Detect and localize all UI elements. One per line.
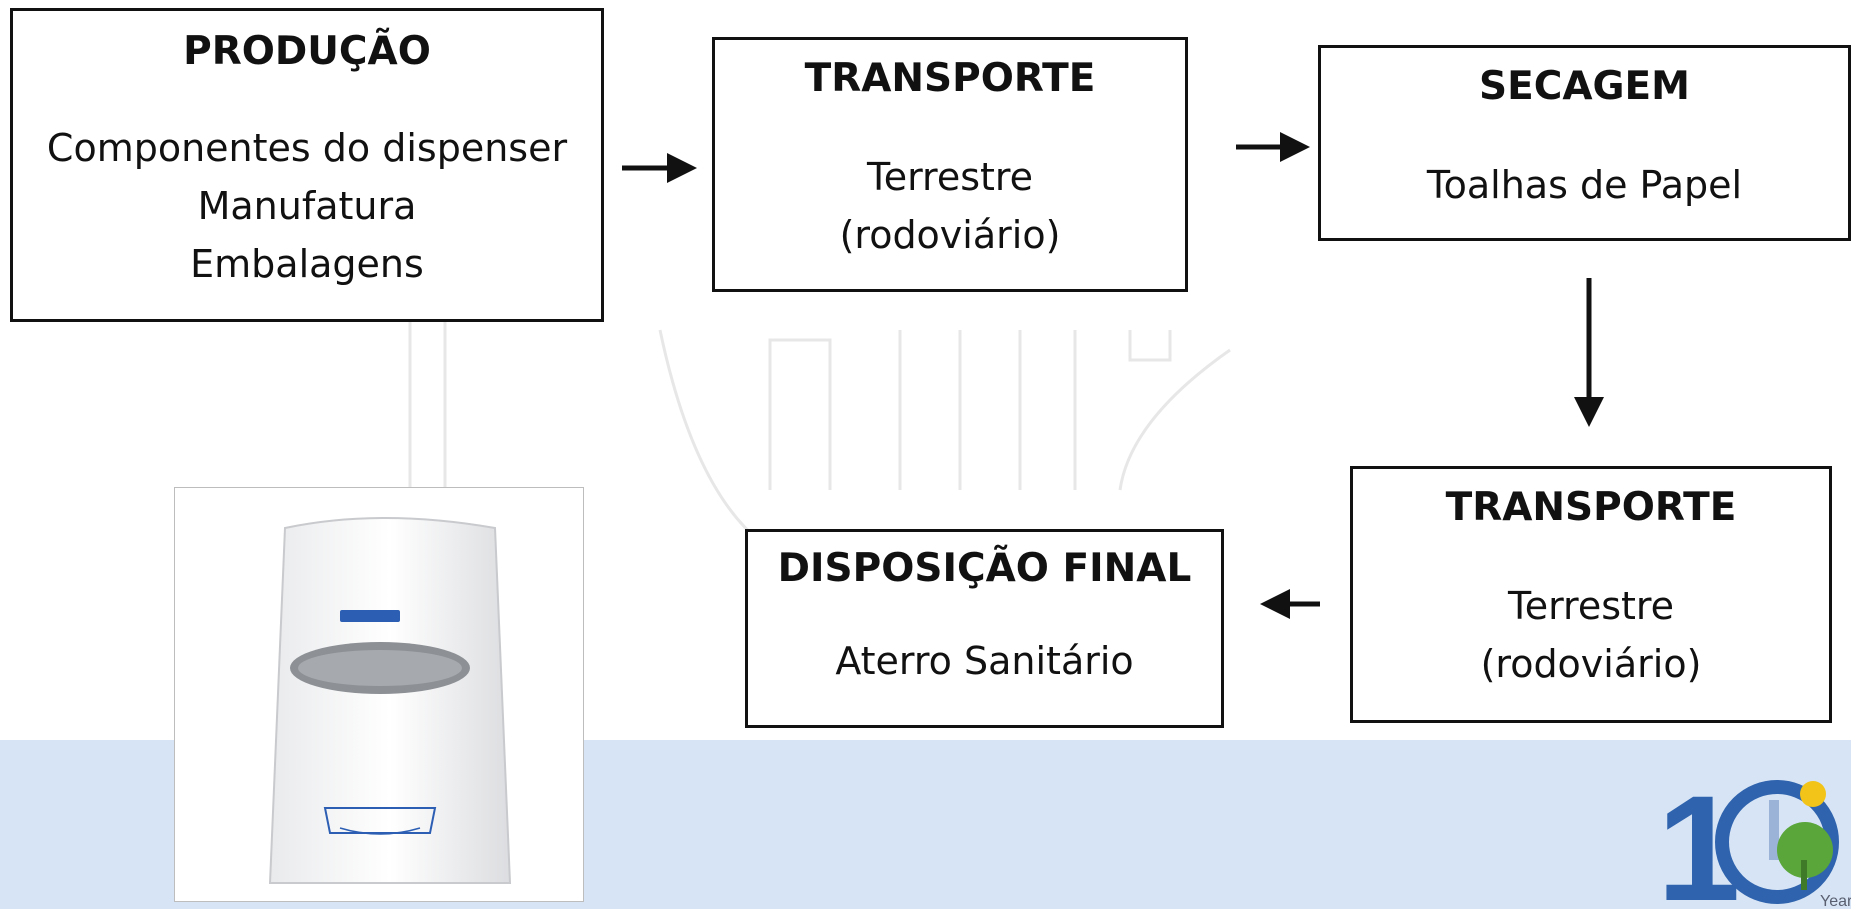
node-disposicao-final: DISPOSIÇÃO FINAL Aterro Sanitário	[745, 529, 1224, 728]
node-secagem-line: Toalhas de Papel	[1426, 163, 1743, 207]
node-disposicao-title: DISPOSIÇÃO FINAL	[777, 546, 1192, 591]
node-disposicao-line: Aterro Sanitário	[835, 639, 1134, 683]
node-transporte-2: TRANSPORTE Terrestre (rodoviário)	[1350, 466, 1832, 723]
node-secagem-title: SECAGEM	[1479, 64, 1690, 109]
node-transporte-1-body: Terrestre (rodoviário)	[715, 148, 1185, 264]
logo-caption: Year	[1820, 893, 1851, 909]
node-transporte-2-title: TRANSPORTE	[1445, 485, 1737, 530]
dispenser-illustration	[268, 517, 512, 884]
node-secagem: SECAGEM Toalhas de Papel	[1318, 45, 1851, 241]
node-transporte-1-line: Terrestre	[866, 155, 1034, 199]
node-producao-line: Embalagens	[190, 242, 424, 286]
node-transporte-2-body: Terrestre (rodoviário)	[1353, 577, 1829, 693]
node-disposicao-body: Aterro Sanitário	[748, 632, 1221, 690]
node-transporte-1-line: (rodoviário)	[839, 213, 1061, 257]
node-transporte-1: TRANSPORTE Terrestre (rodoviário)	[712, 37, 1188, 292]
node-producao: PRODUÇÃO Componentes do dispenser Manufa…	[10, 8, 604, 322]
node-transporte-2-line: Terrestre	[1507, 584, 1675, 628]
node-secagem-body: Toalhas de Papel	[1321, 156, 1848, 214]
node-producao-body: Componentes do dispenser Manufatura Emba…	[13, 119, 601, 293]
node-producao-title: PRODUÇÃO	[183, 29, 431, 74]
node-transporte-2-line: (rodoviário)	[1480, 642, 1702, 686]
logo-10-years: 1 Year	[1655, 760, 1851, 913]
node-producao-line: Componentes do dispenser	[46, 126, 568, 170]
node-producao-line: Manufatura	[197, 184, 417, 228]
dispenser-photo	[174, 487, 584, 902]
node-transporte-1-title: TRANSPORTE	[804, 56, 1096, 101]
